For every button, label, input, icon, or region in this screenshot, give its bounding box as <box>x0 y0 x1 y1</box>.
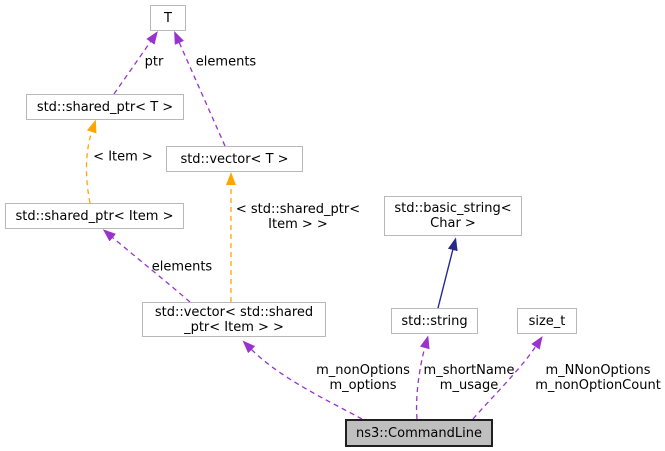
node-std-shared-ptr-t[interactable]: std::shared_ptr< T > <box>26 94 184 120</box>
edge-usage-ptr <box>113 31 158 95</box>
edge-usage-m-shortname <box>415 335 430 420</box>
edge-inheritance-string <box>437 237 458 309</box>
node-ns3-commandline: ns3::CommandLine <box>345 419 493 447</box>
node-std-vector-std-shared-ptr-item[interactable]: std::vector< std::shared _ptr< Item > > <box>142 302 326 337</box>
node-std-shared-ptr-item[interactable]: std::shared_ptr< Item > <box>5 203 184 229</box>
edge-template-item <box>85 119 97 204</box>
edge-usage-m-nonoptions <box>242 340 363 420</box>
node-std-basic-string-char[interactable]: std::basic_string< Char > <box>384 196 522 236</box>
edge-usage-elements-top <box>174 31 226 147</box>
edge-usage-m-nnonoptions <box>472 336 543 420</box>
node-t[interactable]: T <box>150 5 186 31</box>
node-std-vector-t[interactable]: std::vector< T > <box>166 146 303 172</box>
node-std-string[interactable]: std::string <box>391 308 478 334</box>
edge-usage-elements-mid <box>102 229 191 303</box>
node-size-t[interactable]: size_t <box>517 308 577 334</box>
